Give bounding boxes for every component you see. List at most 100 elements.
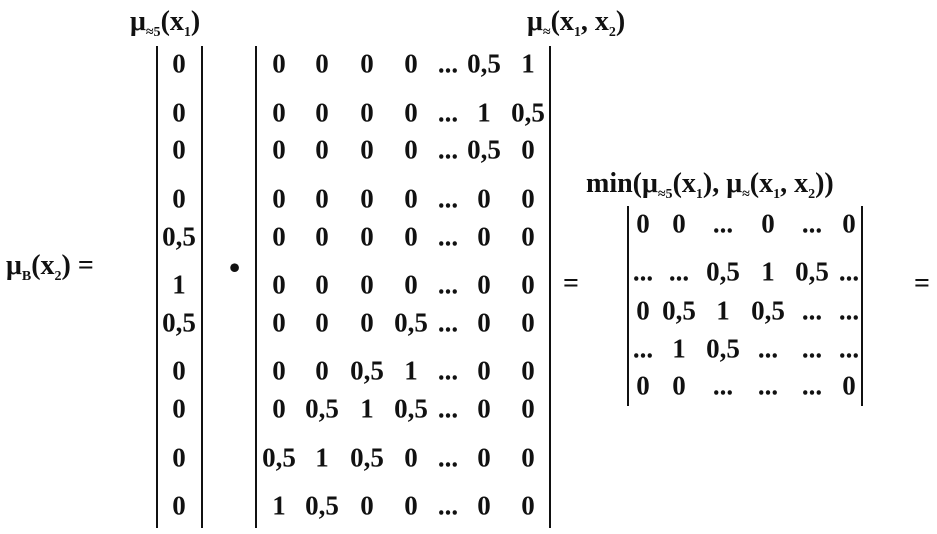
- vector-cell: 0: [172, 490, 186, 521]
- result-cell: ...: [801, 370, 823, 401]
- result-bracket-right: [861, 206, 863, 406]
- result-cell: ...: [838, 256, 860, 287]
- matrix-cell: 0: [272, 393, 286, 424]
- matrix-cell: 0: [477, 221, 491, 252]
- vector-cell: 0,5: [162, 307, 196, 338]
- matrix-label: μ≈(x1, x2): [527, 6, 626, 40]
- vector-cell: 1: [172, 269, 186, 300]
- vector-cell: 0: [172, 393, 186, 424]
- matrix-cell: 0,5: [467, 48, 501, 79]
- matrix-cell: 0: [477, 393, 491, 424]
- matrix-cell: ...: [437, 355, 459, 386]
- result-cell: ...: [757, 370, 779, 401]
- matrix-bracket-left: [255, 46, 257, 528]
- result-cell: 1: [716, 295, 730, 326]
- result-cell: 0: [842, 370, 856, 401]
- matrix-cell: 0: [272, 134, 286, 165]
- matrix-cell: ...: [437, 97, 459, 128]
- matrix-cell: 0: [315, 134, 329, 165]
- matrix-cell: ...: [437, 307, 459, 338]
- matrix-cell: 0: [521, 221, 535, 252]
- matrix-cell: 0: [477, 442, 491, 473]
- result-cell: 0: [672, 208, 686, 239]
- vector-cell: 0: [172, 183, 186, 214]
- matrix-cell: 0: [404, 269, 418, 300]
- result-cell: 0,5: [795, 256, 829, 287]
- matrix-cell: 0: [521, 355, 535, 386]
- matrix-cell: 0: [315, 221, 329, 252]
- matrix-cell: 0: [360, 134, 374, 165]
- matrix-cell: 0: [404, 48, 418, 79]
- matrix-cell: 0: [477, 307, 491, 338]
- matrix-cell: 0: [521, 490, 535, 521]
- matrix-cell: 0: [404, 221, 418, 252]
- min-expression: min(μ≈5(x1), μ≈(x1, x2)): [586, 168, 834, 202]
- matrix-cell: 1: [521, 48, 535, 79]
- matrix-cell: 0: [315, 48, 329, 79]
- result-cell: ...: [801, 208, 823, 239]
- matrix-cell: 0,5: [511, 97, 545, 128]
- matrix-cell: 0,5: [394, 307, 428, 338]
- matrix-cell: ...: [437, 442, 459, 473]
- result-cell: ...: [712, 208, 734, 239]
- matrix-bracket-right: [549, 46, 551, 528]
- matrix-cell: 0,5: [350, 442, 384, 473]
- matrix-cell: 1: [404, 355, 418, 386]
- matrix-cell: 0: [360, 221, 374, 252]
- vector-cell: 0: [172, 97, 186, 128]
- matrix-cell: 0: [272, 97, 286, 128]
- result-cell: ...: [632, 256, 654, 287]
- product-operator: •: [229, 249, 241, 285]
- result-cell: 0,5: [706, 333, 740, 364]
- matrix-cell: 0: [404, 442, 418, 473]
- matrix-cell: ...: [437, 221, 459, 252]
- matrix-cell: 0: [360, 48, 374, 79]
- matrix-cell: ...: [437, 490, 459, 521]
- matrix-cell: 0,5: [305, 490, 339, 521]
- matrix-cell: 0: [477, 183, 491, 214]
- matrix-cell: 0: [360, 269, 374, 300]
- matrix-cell: 0: [404, 134, 418, 165]
- result-cell: 0: [636, 295, 650, 326]
- equals-sign-1: =: [563, 268, 579, 299]
- matrix-cell: 0,5: [394, 393, 428, 424]
- result-cell: 0: [761, 208, 775, 239]
- equals-sign-2: =: [914, 268, 930, 299]
- matrix-cell: 0: [272, 221, 286, 252]
- result-cell: ...: [801, 333, 823, 364]
- matrix-cell: ...: [437, 393, 459, 424]
- matrix-cell: ...: [437, 48, 459, 79]
- vector-label: μ≈5(x1): [130, 6, 201, 40]
- matrix-cell: ...: [437, 269, 459, 300]
- matrix-cell: 0: [477, 355, 491, 386]
- matrix-cell: 0: [272, 183, 286, 214]
- matrix-cell: 0: [272, 307, 286, 338]
- matrix-cell: 0,5: [262, 442, 296, 473]
- matrix-cell: 0: [404, 97, 418, 128]
- result-cell: 0: [842, 208, 856, 239]
- result-cell: 1: [672, 333, 686, 364]
- result-cell: ...: [757, 333, 779, 364]
- matrix-cell: 0: [315, 183, 329, 214]
- vector-cell: 0,5: [162, 221, 196, 252]
- matrix-cell: 0: [315, 269, 329, 300]
- vector-cell: 0: [172, 442, 186, 473]
- matrix-cell: 0: [315, 97, 329, 128]
- matrix-cell: 0: [521, 183, 535, 214]
- matrix-cell: 0: [521, 393, 535, 424]
- result-cell: ...: [838, 333, 860, 364]
- result-cell: 0: [672, 370, 686, 401]
- matrix-cell: 1: [360, 393, 374, 424]
- matrix-cell: 1: [272, 490, 286, 521]
- result-cell: 0: [636, 370, 650, 401]
- result-cell: ...: [632, 333, 654, 364]
- matrix-cell: 0: [477, 269, 491, 300]
- vector-cell: 0: [172, 355, 186, 386]
- matrix-cell: 0,5: [350, 355, 384, 386]
- matrix-cell: 0,5: [467, 134, 501, 165]
- matrix-cell: 0: [272, 355, 286, 386]
- result-cell: 0,5: [706, 256, 740, 287]
- matrix-cell: 0: [315, 307, 329, 338]
- matrix-cell: 0,5: [305, 393, 339, 424]
- vector-cell: 0: [172, 134, 186, 165]
